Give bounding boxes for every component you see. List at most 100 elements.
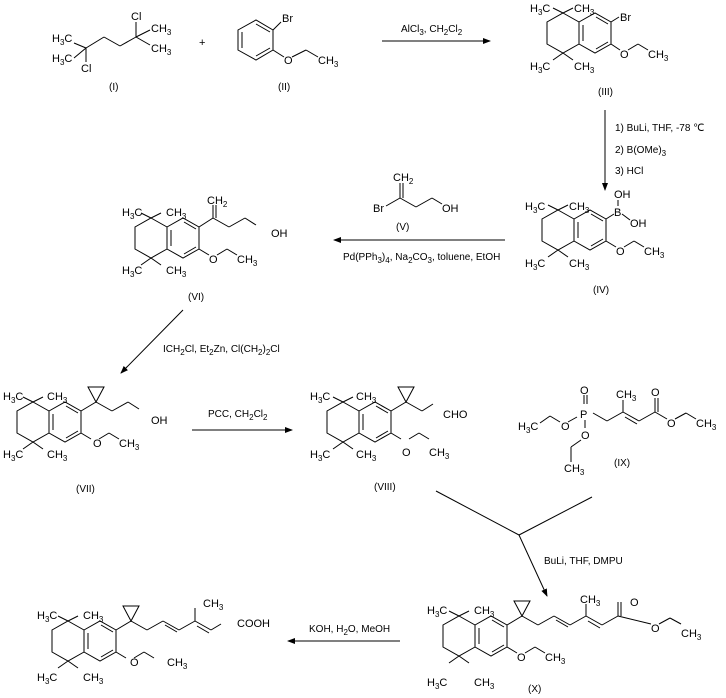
converging-line	[518, 496, 593, 536]
svg-text:H3C: H3C	[122, 207, 142, 221]
compound-final-acid: H3C CH3 H3C CH3 CH3 COOH O CH3	[37, 598, 270, 686]
svg-text:H3C: H3C	[530, 3, 550, 17]
svg-text:CH3: CH3	[83, 672, 104, 686]
oxygen-atom: O	[616, 246, 625, 258]
svg-text:CH3: CH3	[151, 43, 172, 57]
svg-text:CH3: CH3	[564, 463, 585, 477]
compound-label: (III)	[598, 87, 613, 98]
reagents-r6: BuLi, THF, DMPU	[544, 556, 623, 567]
reaction-arrow	[518, 534, 548, 597]
bromine-atom: Br	[282, 13, 293, 25]
svg-text:CH2: CH2	[207, 195, 228, 209]
svg-text:CH3: CH3	[474, 677, 495, 691]
svg-text:CH3: CH3	[644, 246, 665, 260]
chlorine-atom: Cl	[81, 63, 91, 75]
oxygen-atom: O	[93, 438, 102, 450]
svg-text:H3C: H3C	[52, 33, 72, 47]
svg-text:H3C: H3C	[3, 449, 23, 463]
oxygen-atom: O	[667, 418, 676, 430]
hydroxyl-group: OH	[151, 415, 168, 427]
svg-text:CH3: CH3	[167, 657, 188, 671]
svg-text:CH3: CH3	[574, 3, 595, 17]
compound-label: (VI)	[188, 292, 204, 303]
svg-text:CH3: CH3	[166, 207, 187, 221]
compound-VII: H3C CH3 H3C CH3 OH O CH3 (VII)	[3, 386, 168, 495]
oxygen-atom: O	[561, 421, 570, 433]
svg-text:H3C: H3C	[530, 61, 550, 75]
compound-label: (VII)	[76, 484, 95, 495]
svg-text:CH3: CH3	[569, 258, 590, 272]
svg-text:H3C: H3C	[310, 391, 330, 405]
compound-label: (IV)	[593, 285, 609, 296]
svg-text:CH3: CH3	[119, 438, 140, 452]
svg-text:CH2: CH2	[393, 172, 414, 186]
svg-text:CH3: CH3	[616, 389, 637, 403]
reagents-r2-step1: 1) BuLi, THF, -78 ℃	[615, 123, 704, 134]
compound-X: H3C CH3 H3C CH3 CH3 O O CH3 O CH3 (X)	[427, 594, 702, 695]
aldehyde-group: CHO	[443, 409, 468, 421]
compound-IX: H3C O O P O CH3 CH3 O O CH3 (IX)	[518, 385, 717, 477]
bromine-atom: Br	[373, 203, 384, 215]
converging-line	[435, 490, 520, 536]
svg-text:H3C: H3C	[525, 201, 545, 215]
compound-III: H3C CH3 H3C CH3 Br O CH3 (III)	[530, 3, 669, 98]
compound-label: (IX)	[614, 458, 630, 469]
oxygen-atom: O	[209, 254, 218, 266]
svg-text:CH3: CH3	[574, 61, 595, 75]
compound-label: (I)	[109, 82, 118, 93]
chlorine-atom: Cl	[131, 11, 141, 23]
compound-I: H3C H3C Cl Cl CH3 CH3 (I)	[52, 11, 172, 93]
svg-text:CH3: CH3	[569, 201, 590, 215]
reagents-r2-step3: 3) HCl	[615, 166, 643, 177]
svg-text:CH3: CH3	[545, 652, 566, 666]
svg-text:CH3: CH3	[151, 23, 172, 37]
oxygen-atom: O	[651, 387, 660, 399]
svg-text:CH3: CH3	[237, 254, 258, 268]
compound-label: (X)	[528, 684, 541, 695]
carboxylic-acid-group: COOH	[237, 618, 270, 630]
hydroxyl-group: OH	[614, 189, 631, 201]
svg-text:CH3: CH3	[203, 598, 224, 612]
reagents-r3: Pd(PPh3)4, Na2CO3, toluene, EtOH	[343, 252, 500, 265]
oxygen-atom: O	[581, 430, 590, 442]
svg-text:H3C: H3C	[122, 265, 142, 279]
reagents-r5: PCC, CH2Cl2	[208, 409, 268, 422]
reagents-r4: ICH2Cl, Et2Zn, Cl(CH2)2Cl	[163, 344, 280, 357]
svg-text:H3C: H3C	[310, 449, 330, 463]
svg-text:CH3: CH3	[648, 49, 669, 63]
hydroxyl-group: OH	[630, 218, 647, 230]
svg-text:CH3: CH3	[580, 594, 601, 608]
oxygen-atom: O	[284, 55, 293, 67]
svg-text:CH3: CH3	[356, 391, 377, 405]
oxygen-atom: O	[130, 657, 139, 669]
oxygen-atom: O	[651, 623, 660, 635]
svg-text:CH3: CH3	[318, 55, 339, 69]
compound-V: Br CH2 OH (V)	[373, 172, 459, 233]
reagents-r7: KOH, H2O, MeOH	[309, 624, 390, 637]
svg-text:H3C: H3C	[427, 677, 447, 691]
boron-atom: B	[614, 207, 621, 219]
hydroxyl-group: OH	[271, 228, 288, 240]
hydroxyl-group: OH	[442, 203, 459, 215]
svg-text:CH3: CH3	[696, 418, 717, 432]
oxygen-atom: O	[580, 385, 589, 397]
svg-text:CH3: CH3	[681, 628, 702, 642]
svg-text:H3C: H3C	[37, 610, 57, 624]
svg-text:H3C: H3C	[427, 605, 447, 619]
oxygen-atom: O	[620, 49, 629, 61]
oxygen-atom: O	[402, 447, 411, 459]
svg-text:CH3: CH3	[429, 447, 450, 461]
compound-II: Br O CH3 (II)	[237, 13, 339, 93]
reagents-r1: AlCl3, CH2Cl2	[401, 24, 463, 37]
reaction-arrow	[120, 309, 184, 374]
bromine-atom: Br	[620, 12, 631, 24]
svg-text:H3C: H3C	[518, 421, 538, 435]
compound-label: (VIII)	[374, 482, 396, 493]
svg-text:CH3: CH3	[83, 610, 104, 624]
svg-text:H3C: H3C	[525, 258, 545, 272]
oxygen-atom: O	[517, 652, 526, 664]
compound-label: (V)	[396, 222, 409, 233]
compound-VI: H3C CH3 H3C CH3 CH2 OH O CH3 (VI)	[122, 195, 288, 303]
svg-text:CH3: CH3	[166, 265, 187, 279]
